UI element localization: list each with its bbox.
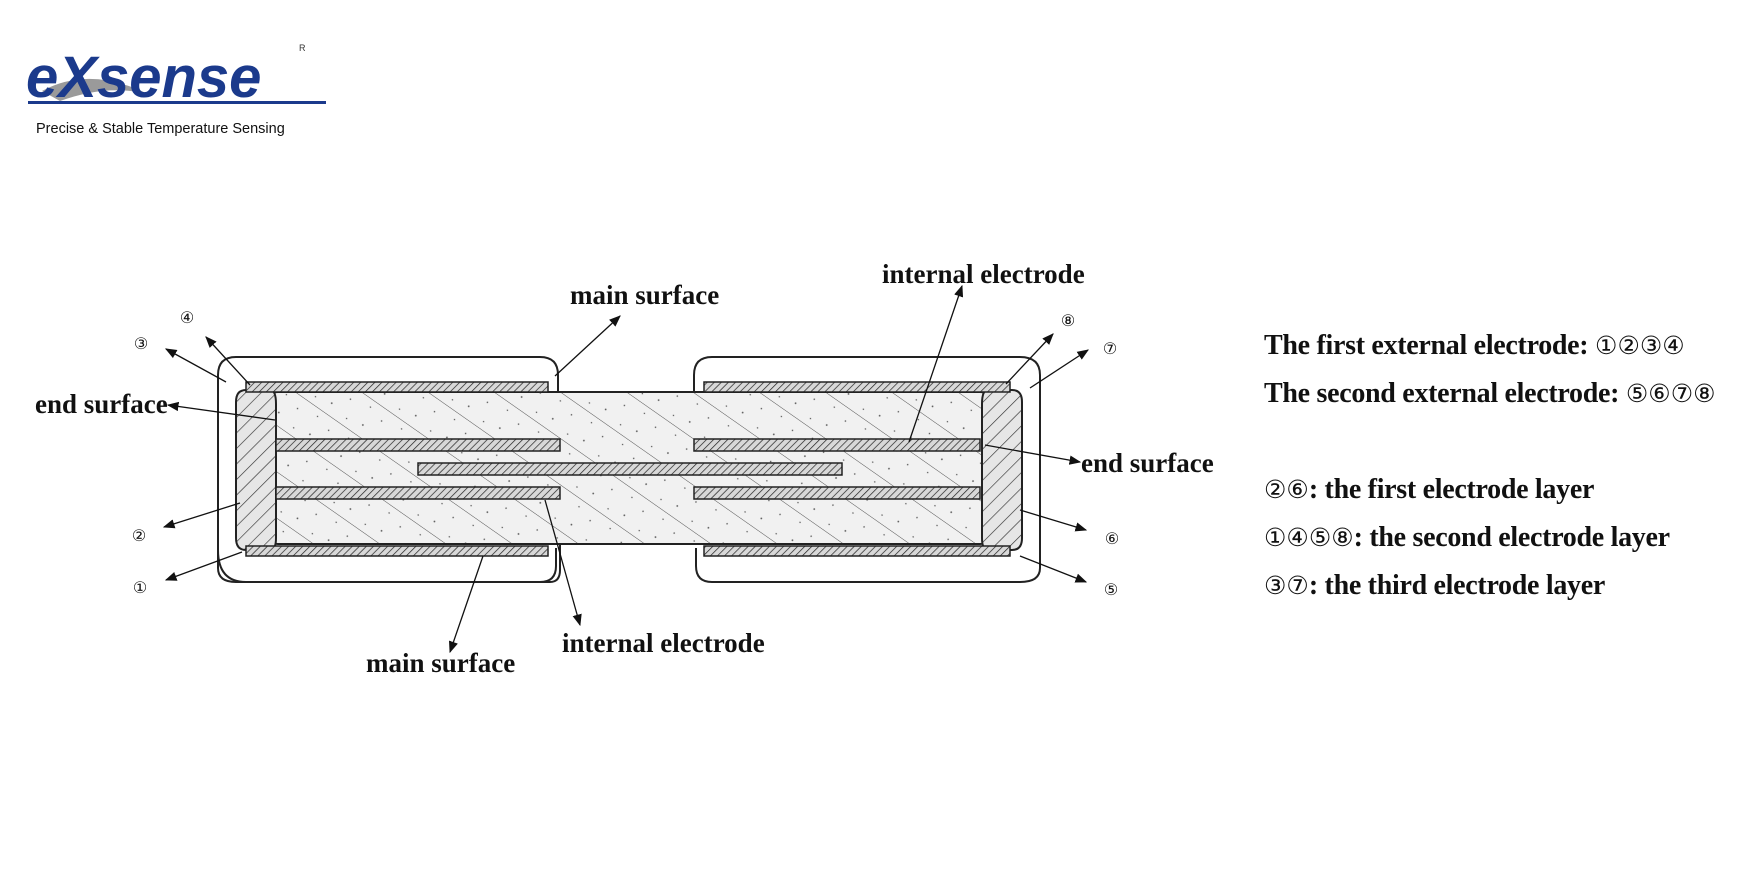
internal-electrode-floating xyxy=(417,462,843,476)
logo-tagline: Precise & Stable Temperature Sensing xyxy=(36,121,285,137)
internal-electrode-left-lower xyxy=(275,486,561,500)
leader-marker-1 xyxy=(164,551,243,581)
internal-electrode-left-upper xyxy=(275,438,561,452)
label-internal-electrode-top: internal electrode xyxy=(882,259,1085,289)
leader-end-surface-right xyxy=(984,444,1082,465)
outer-layer-left xyxy=(217,356,561,583)
legend-layer-1: ②⑥: the first electrode layer xyxy=(1264,474,1594,506)
marker-3: ③ xyxy=(134,334,148,353)
legend-second-external-symbols: ⑤⑥⑦⑧ xyxy=(1625,379,1716,408)
label-internal-electrode-bottom: internal electrode xyxy=(562,628,765,658)
internal-electrode-right-lower xyxy=(693,486,981,500)
legend-layer-2-symbols: ①④⑤⑧ xyxy=(1264,523,1354,552)
leader-main-surface-bottom xyxy=(448,555,484,654)
leader-internal-electrode-top xyxy=(908,284,964,443)
legend-layer-3-text: : the third electrode layer xyxy=(1308,570,1605,601)
marker-7: ⑦ xyxy=(1103,339,1117,358)
leader-end-surface-left xyxy=(166,401,276,421)
leader-marker-4 xyxy=(205,336,251,386)
outer-layer-left-top xyxy=(236,356,559,398)
marker-5: ⑤ xyxy=(1104,580,1118,599)
legend-layer-3-symbols: ③⑦ xyxy=(1264,571,1309,600)
top-left-surface-electrode xyxy=(245,381,549,393)
legend-first-external-symbols: ①②③④ xyxy=(1595,331,1685,360)
leader-internal-electrode-bottom xyxy=(544,499,582,627)
right-end-electrode xyxy=(981,389,1023,551)
legend-first-external: The first external electrode: ①②③④ xyxy=(1264,330,1685,362)
logo-underline xyxy=(28,101,326,104)
legend-layer-2: ①④⑤⑧: the second electrode layer xyxy=(1264,522,1670,554)
label-end-surface-right: end surface xyxy=(1081,448,1214,478)
marker-1: ① xyxy=(133,578,147,597)
leader-marker-2 xyxy=(162,502,241,529)
leader-marker-8 xyxy=(1005,333,1054,385)
leader-marker-7 xyxy=(1029,349,1089,389)
marker-8: ⑧ xyxy=(1061,311,1075,330)
legend-layer-1-text: : the first electrode layer xyxy=(1308,474,1595,505)
legend-layer-1-symbols: ②⑥ xyxy=(1264,475,1309,504)
top-right-surface-electrode xyxy=(703,381,1011,393)
label-end-surface-left: end surface xyxy=(35,389,168,419)
bottom-left-surface-electrode xyxy=(245,545,549,557)
leader-marker-5 xyxy=(1019,555,1088,583)
logo-swoosh xyxy=(42,78,150,101)
legend-second-external: The second external electrode: ⑤⑥⑦⑧ xyxy=(1264,378,1716,410)
logo-wordmark: eXsense xyxy=(26,45,261,110)
outer-layer-left-bottom xyxy=(217,420,557,583)
legend-first-external-text: The first external electrode: xyxy=(1264,330,1596,361)
logo-graphic: eXsense R xyxy=(26,43,326,110)
legend-layer-2-text: : the second electrode layer xyxy=(1353,522,1670,553)
leader-main-surface-top xyxy=(554,315,621,377)
leader-marker-6 xyxy=(1019,509,1088,532)
bottom-right-surface-electrode xyxy=(703,545,1011,557)
legend-second-external-text: The second external electrode: xyxy=(1264,378,1626,409)
marker-2: ② xyxy=(132,526,146,545)
exsense-logo: eXsense R Precise & Stable Temperature S… xyxy=(20,35,340,145)
label-main-surface-bottom: main surface xyxy=(366,648,515,678)
marker-6: ⑥ xyxy=(1105,529,1119,548)
legend-layer-3: ③⑦: the third electrode layer xyxy=(1264,570,1605,602)
marker-4: ④ xyxy=(180,308,194,327)
internal-electrode-right-upper xyxy=(693,438,981,452)
label-main-surface-top: main surface xyxy=(570,280,719,310)
left-end-electrode xyxy=(235,389,277,551)
registered-mark: R xyxy=(299,43,306,53)
outer-layer-right xyxy=(693,356,1041,583)
leader-marker-3 xyxy=(164,348,227,383)
